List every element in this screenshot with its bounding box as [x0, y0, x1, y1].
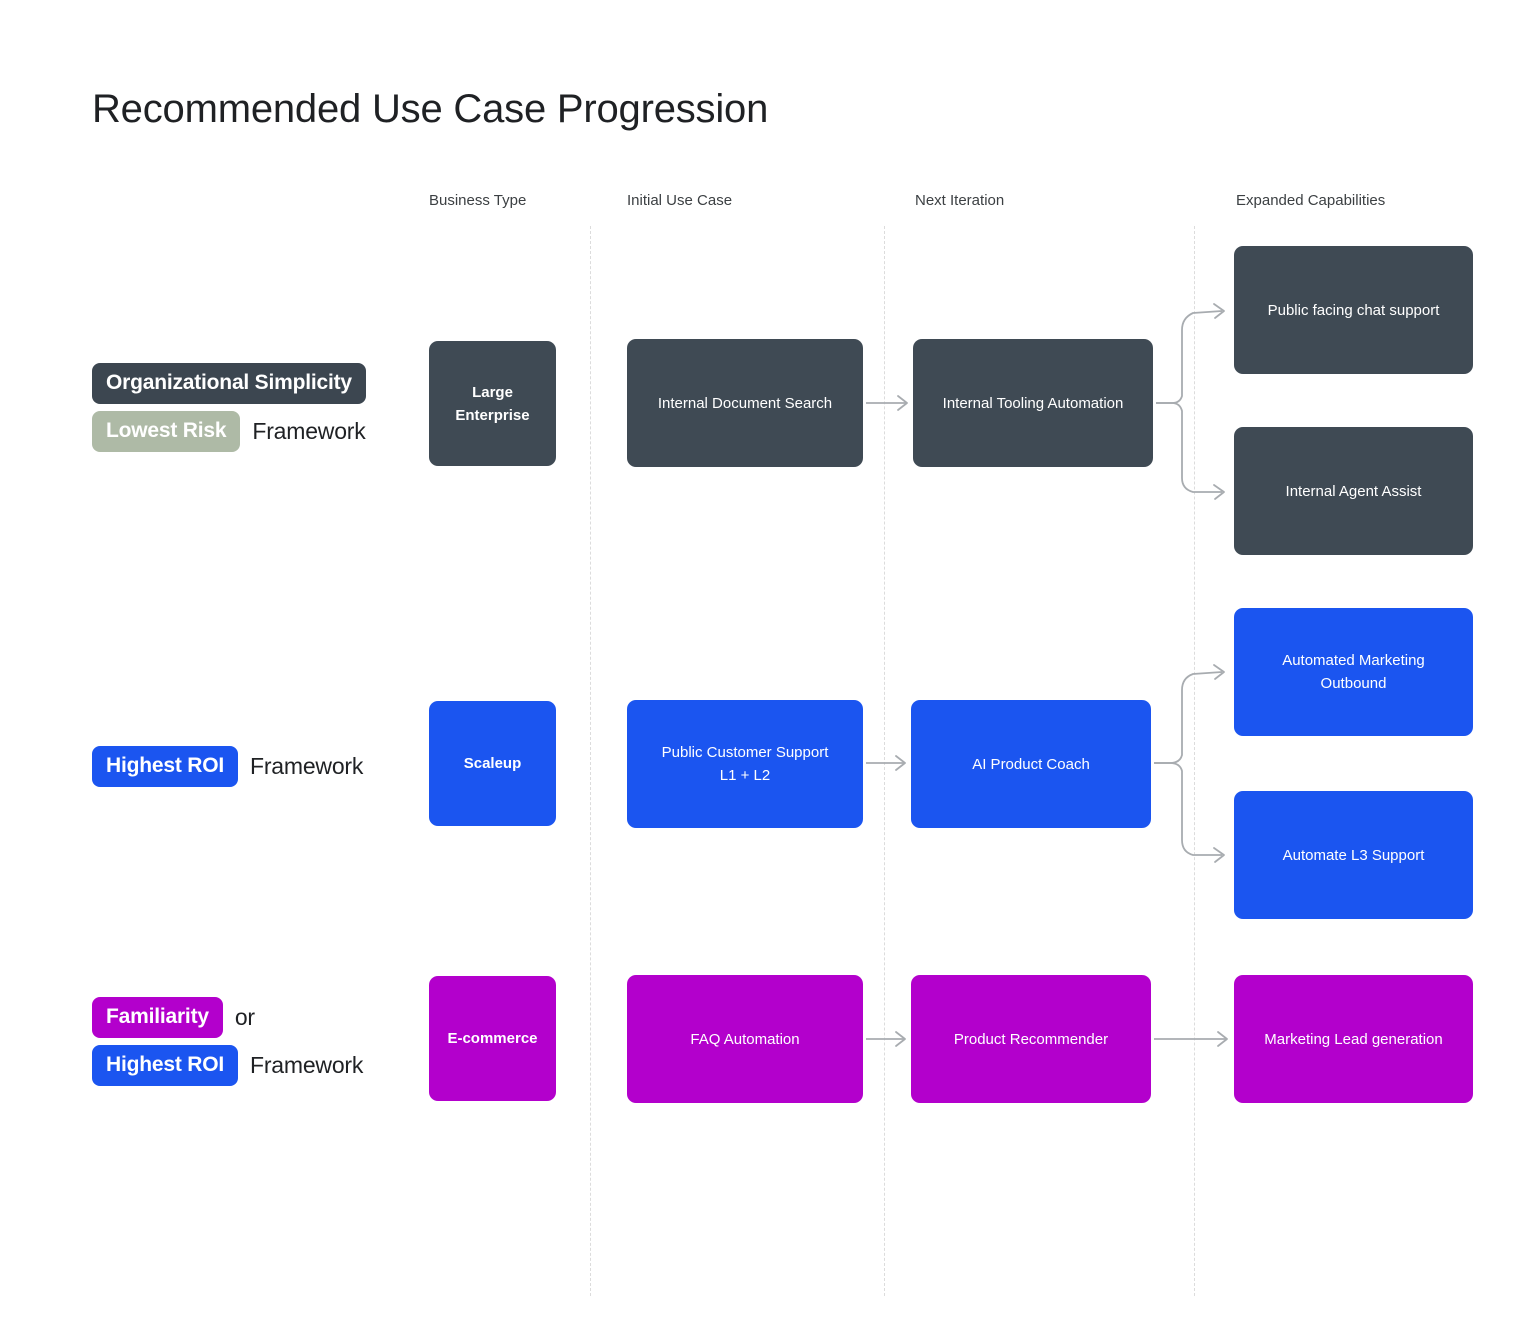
arrow-row2-initial-to-next	[866, 755, 906, 771]
column-divider-3	[1194, 226, 1195, 1296]
framework-pill-lowest-risk: Lowest Risk	[92, 411, 241, 452]
framework-label-line: Familiarity or	[92, 997, 255, 1038]
node-expanded-capability-internal-agent-assist[interactable]: Internal Agent Assist	[1234, 427, 1473, 555]
page-title: Recommended Use Case Progression	[92, 87, 769, 131]
framework-suffix: Framework	[249, 1052, 364, 1078]
framework-pill-organizational-simplicity: Organizational Simplicity	[92, 363, 366, 404]
node-expanded-capability-marketing-lead-generation[interactable]: Marketing Lead generation	[1234, 975, 1473, 1103]
node-initial-use-case-public-customer-support[interactable]: Public Customer Support L1 + L2	[627, 700, 863, 828]
framework-label-large-enterprise: Organizational Simplicity Lowest Risk Fr…	[92, 363, 378, 452]
node-business-type-scaleup[interactable]: Scaleup	[429, 701, 556, 826]
node-expanded-capability-automated-marketing-outbound[interactable]: Automated Marketing Outbound	[1234, 608, 1473, 736]
arrow-row3-next-to-expanded	[1154, 1031, 1228, 1047]
framework-label-line: Lowest Risk Framework	[92, 411, 366, 452]
node-next-iteration-product-recommender[interactable]: Product Recommender	[911, 975, 1151, 1103]
framework-label-line: Organizational Simplicity	[92, 363, 378, 404]
node-initial-use-case-faq-automation[interactable]: FAQ Automation	[627, 975, 863, 1103]
framework-label-ecommerce: Familiarity or Highest ROI Framework	[92, 997, 363, 1086]
framework-suffix: Framework	[249, 753, 364, 779]
node-initial-use-case-internal-document-search[interactable]: Internal Document Search	[627, 339, 863, 467]
framework-pill-highest-roi: Highest ROI	[92, 746, 238, 787]
column-divider-1	[590, 226, 591, 1296]
node-expanded-capability-public-facing-chat-support[interactable]: Public facing chat support	[1234, 246, 1473, 374]
arrow-row3-initial-to-next	[866, 1031, 906, 1047]
branch-row1-next-to-expanded	[1156, 303, 1225, 500]
column-header-expanded-capabilities: Expanded Capabilities	[1236, 192, 1386, 209]
column-header-initial-use-case: Initial Use Case	[627, 192, 733, 209]
column-divider-2	[884, 226, 885, 1296]
node-business-type-ecommerce[interactable]: E-commerce	[429, 976, 556, 1101]
node-business-type-large-enterprise[interactable]: Large Enterprise	[429, 341, 556, 466]
framework-label-line: Highest ROI Framework	[92, 746, 363, 787]
framework-label-line: Highest ROI Framework	[92, 1045, 363, 1086]
node-next-iteration-ai-product-coach[interactable]: AI Product Coach	[911, 700, 1151, 828]
branch-row2-next-to-expanded	[1154, 664, 1225, 863]
framework-suffix: Framework	[252, 418, 366, 444]
framework-pill-familiarity: Familiarity	[92, 997, 223, 1038]
arrow-row1-initial-to-next	[866, 395, 908, 411]
framework-pill-highest-roi: Highest ROI	[92, 1045, 238, 1086]
node-next-iteration-internal-tooling-automation[interactable]: Internal Tooling Automation	[913, 339, 1153, 467]
column-header-next-iteration: Next Iteration	[915, 192, 1005, 209]
framework-suffix: or	[234, 1004, 255, 1030]
framework-label-scaleup: Highest ROI Framework	[92, 746, 363, 787]
column-header-business-type: Business Type	[429, 192, 527, 209]
node-expanded-capability-automate-l3-support[interactable]: Automate L3 Support	[1234, 791, 1473, 919]
